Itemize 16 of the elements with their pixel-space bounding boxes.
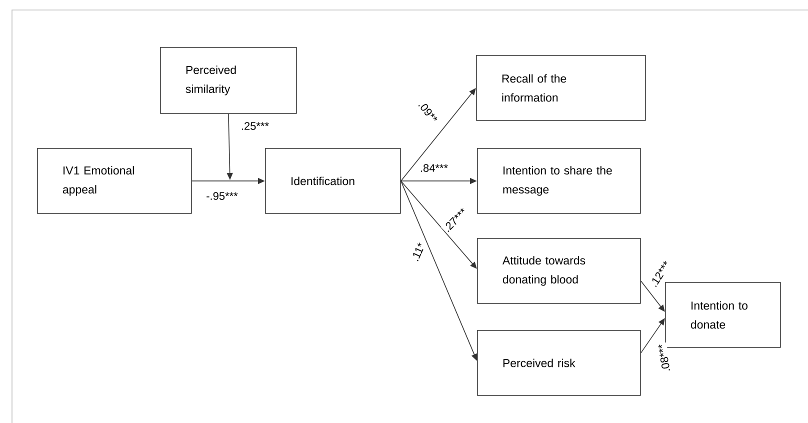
edge-label: .08*** <box>656 342 672 374</box>
variable-box: Perceived similarity <box>160 47 297 114</box>
arrow <box>400 180 477 269</box>
variable-box: Recall of the information <box>476 55 646 121</box>
edge-label: .25*** <box>240 121 270 131</box>
variable-box: Intention to donate <box>665 282 781 348</box>
variable-box: Attitude towards donating blood <box>477 238 641 304</box>
edge-label: .09** <box>416 98 440 126</box>
variable-box: Perceived risk <box>477 330 641 396</box>
edge-label: .84*** <box>418 163 450 173</box>
edge-label: .11* <box>409 240 427 264</box>
edge-label: -.95*** <box>205 191 239 201</box>
variable-box: Identification <box>265 148 401 214</box>
arrow <box>640 280 665 312</box>
variable-box: Intention to share the message <box>477 148 641 214</box>
variable-box: IV1 Emotional appeal <box>37 148 192 214</box>
